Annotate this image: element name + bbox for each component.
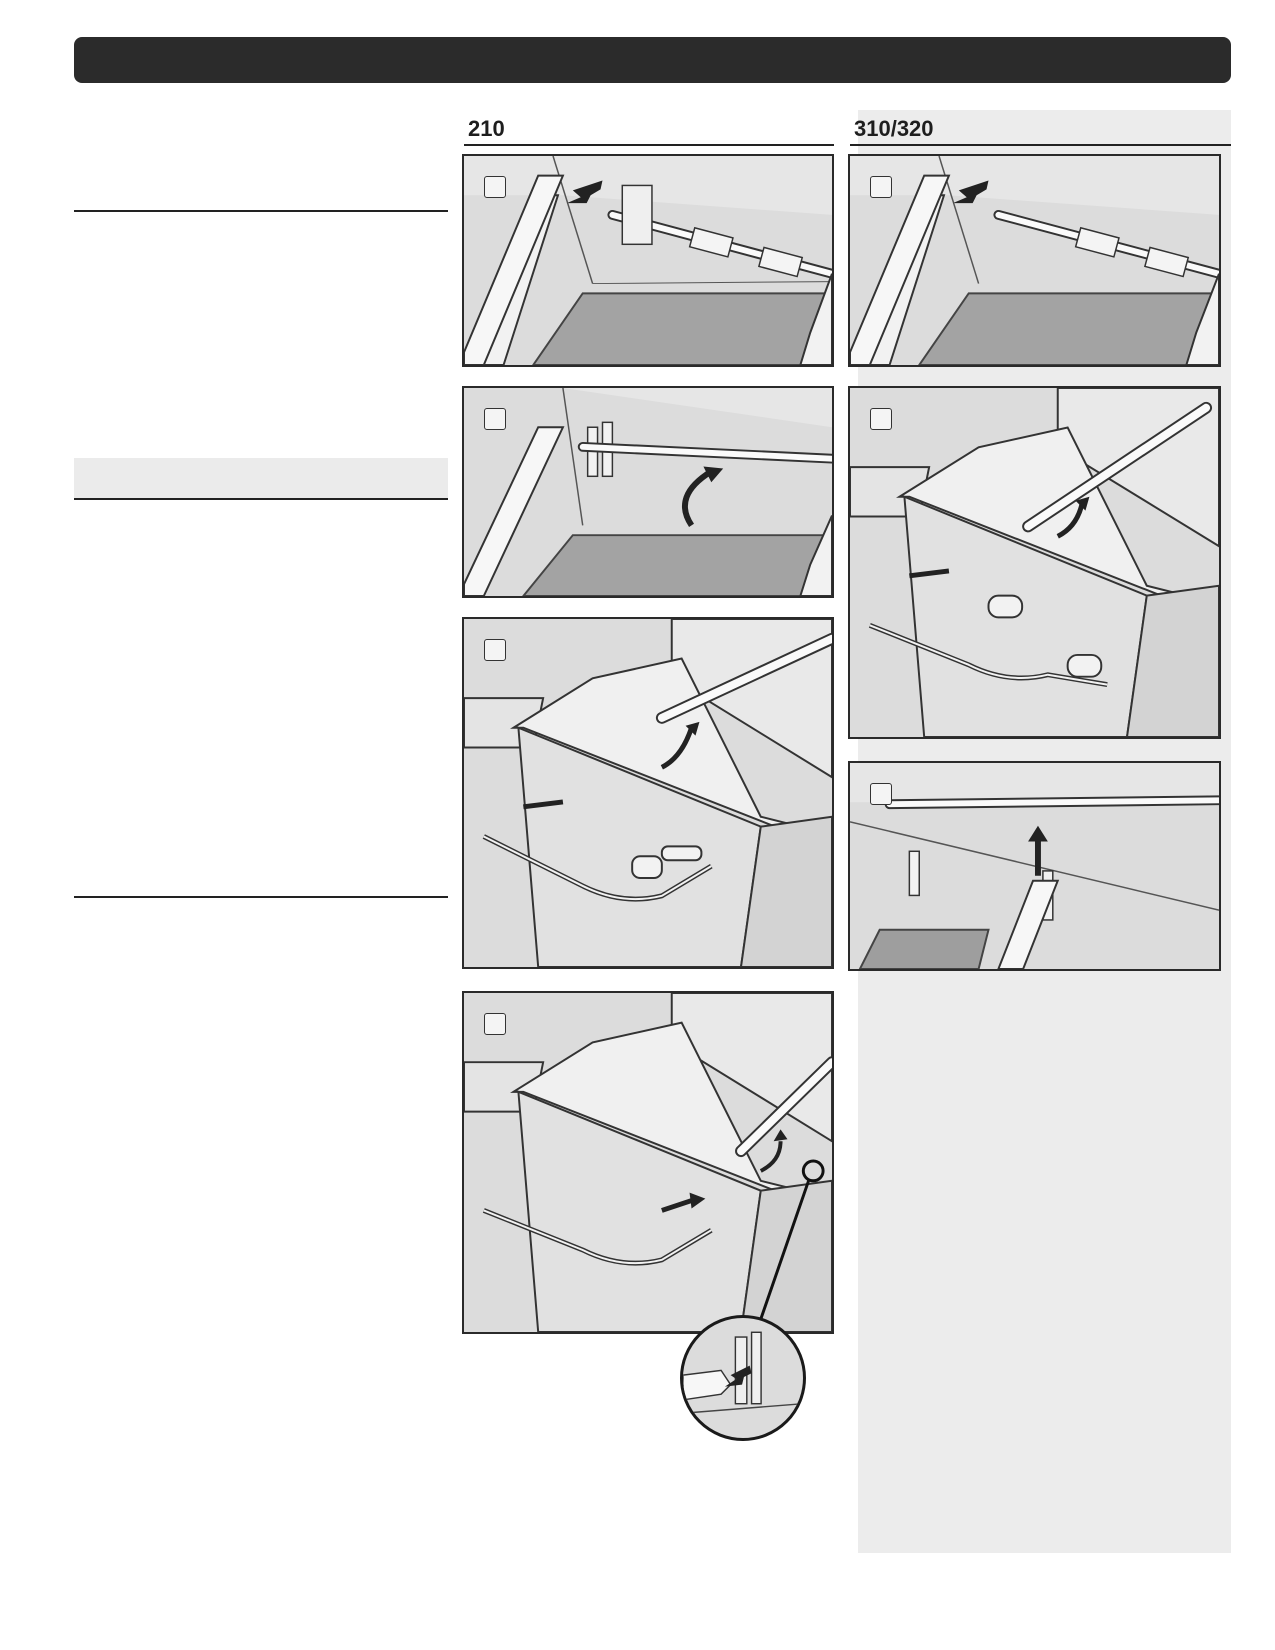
step-illustration-210-2	[462, 386, 834, 598]
step-checkbox	[870, 783, 892, 805]
page-header-bar	[74, 37, 1231, 83]
grill-body-burner-illustration	[850, 388, 1219, 737]
left-section-band	[74, 458, 448, 500]
column-heading-210-label: 210	[468, 116, 505, 141]
column-heading-310-320-label: 310/320	[854, 116, 934, 141]
burner-tube-removal-illustration	[850, 156, 1219, 365]
burner-tube-removal-illustration	[464, 156, 832, 365]
left-section-rule	[74, 498, 448, 500]
grill-body-burner-illustration	[464, 619, 832, 967]
step-checkbox	[870, 408, 892, 430]
step-illustration-310-3	[848, 761, 1221, 971]
left-section-rule	[74, 210, 448, 212]
slot-detail-illustration	[683, 1331, 803, 1414]
burner-tube-lift-illustration	[850, 763, 1219, 969]
step-illustration-310-2	[848, 386, 1221, 739]
detail-zoom-circle	[680, 1315, 806, 1441]
step-illustration-210-4	[462, 991, 834, 1334]
step-checkbox	[484, 176, 506, 198]
step-illustration-210-1	[462, 154, 834, 367]
step-checkbox	[484, 408, 506, 430]
column-heading-210: 210	[464, 112, 834, 146]
step-checkbox	[484, 639, 506, 661]
step-illustration-310-1	[848, 154, 1221, 367]
step-checkbox	[484, 1013, 506, 1035]
step-checkbox	[870, 176, 892, 198]
burner-tube-reinstall-illustration	[464, 993, 832, 1332]
column-heading-310-320: 310/320	[850, 112, 1231, 146]
left-section-rule	[74, 896, 448, 898]
step-illustration-210-3	[462, 617, 834, 969]
burner-tube-lift-illustration	[464, 388, 832, 596]
